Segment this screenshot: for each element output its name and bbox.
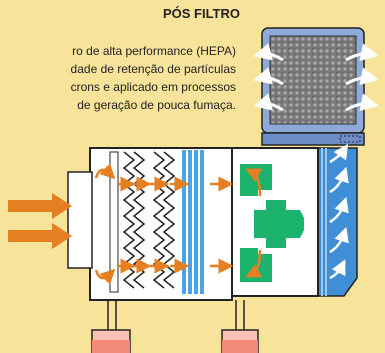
hepa-airflow-arrows — [253, 43, 379, 112]
fan-icon — [240, 164, 304, 282]
description-line: crons e aplicado em processos — [70, 80, 236, 94]
description-line: dade de retenção de partículas — [70, 62, 236, 76]
diagram-title: PÓS FILTRO — [162, 6, 240, 21]
inlet-airflow-arrows — [8, 193, 72, 249]
internal-airflow-arrows — [94, 163, 234, 285]
outlet-duct — [317, 143, 358, 297]
description-line: ro de alta performance (HEPA) — [72, 44, 236, 58]
hepa-filter — [261, 27, 365, 146]
inlet-flange — [67, 171, 93, 269]
description-text: ro de alta performance (HEPA) dade de re… — [0, 42, 236, 114]
drain-containers — [91, 300, 259, 353]
description-line: de geração de pouca fumaça. — [77, 98, 236, 112]
